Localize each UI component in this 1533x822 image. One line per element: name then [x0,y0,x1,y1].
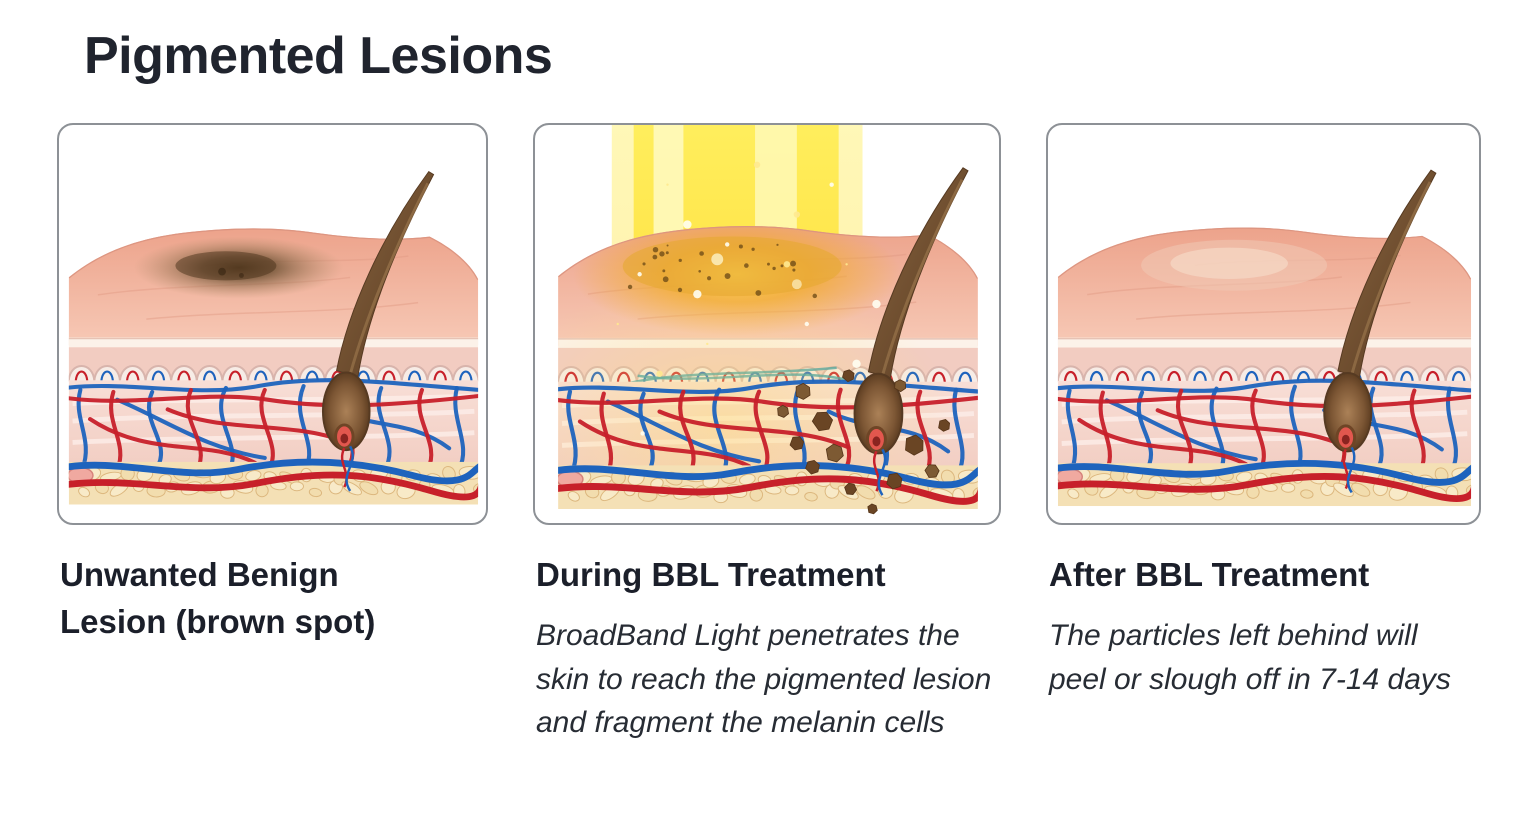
skin-illustration-after-bbl [1057,169,1472,507]
hair-follicle [321,170,435,492]
glowing-lesion-speckles [622,236,842,299]
hair-follicle [1323,169,1437,494]
dermal-papillae [1057,365,1472,384]
hair-follicle [853,167,969,496]
panel-after-heading: After BBL Treatment [1049,556,1370,593]
panel-before: Unwanted Benign Lesion (brown spot) [57,123,488,646]
panel-before-figure [57,123,488,525]
faded-spot-area [1141,239,1328,291]
blood-vessel-network [1057,378,1472,475]
skin-illustration-during-bbl [558,125,978,515]
panel-before-heading: Unwanted Benign Lesion (brown spot) [60,556,376,640]
panel-during: During BBL Treatment BroadBand Light pen… [533,123,1001,745]
panel-during-figure [533,123,1001,525]
panel-after: After BBL Treatment The particles left b… [1046,123,1481,701]
panel-during-description: BroadBand Light penetrates the skin to r… [536,618,992,740]
skin-illustration-before-lesion [68,170,479,505]
panel-row: Unwanted Benign Lesion (brown spot) Duri… [57,123,1481,745]
panel-after-description: The particles left behind will peel or s… [1049,618,1451,696]
skin-cross-section [1057,227,1472,507]
melanin-fragments [777,369,951,515]
panel-during-heading: During BBL Treatment [536,556,886,593]
pigmented-lesion-brown-spot [133,236,344,299]
light-sparkles [616,161,881,436]
skin-cross-section [68,228,479,505]
dermal-papillae [68,365,479,384]
panel-after-figure [1046,123,1481,525]
page-title: Pigmented Lesions [84,27,553,85]
